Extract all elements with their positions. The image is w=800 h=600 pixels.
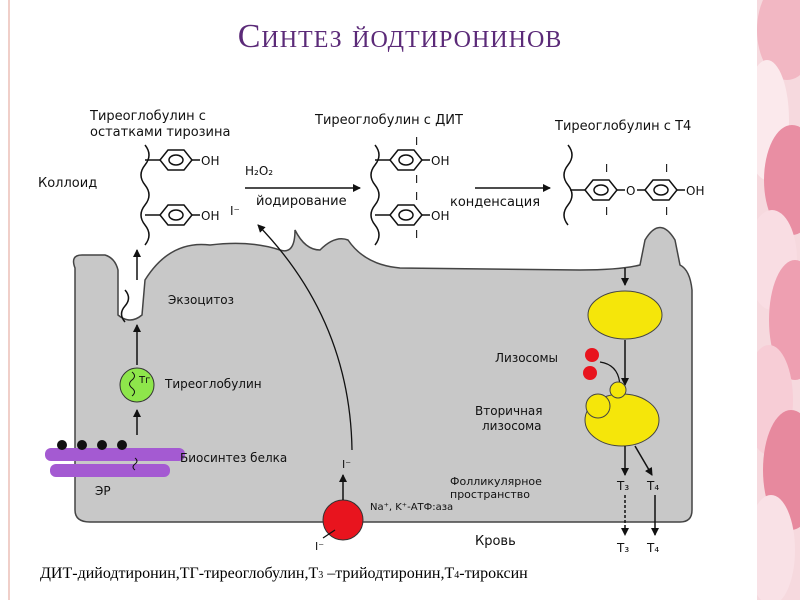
thyroglobulin-tyrosine-molecule bbox=[140, 144, 200, 246]
follicular-cell bbox=[72, 226, 693, 523]
abbreviation-caption: ДИТ-дийодтиронин,ТГ-тиреоглобулин,Т3 –тр… bbox=[40, 565, 528, 583]
caption-part-1: ДИТ-дийодтиронин,ТГ-тиреоглобулин,Т bbox=[40, 565, 319, 582]
colloid-droplet bbox=[587, 290, 663, 340]
caption-part-2: –трийодтиронин,Т bbox=[323, 565, 455, 582]
tg-coil bbox=[129, 371, 135, 397]
lysosomes-label: Лизосомы bbox=[495, 351, 558, 365]
t3-blood-label: T₃ bbox=[616, 541, 629, 555]
tg-tyrosine-label-line2: остатками тирозина bbox=[90, 125, 230, 140]
colloid-label: Коллоид bbox=[38, 176, 97, 191]
protein-synthesis-label: Биосинтез белка bbox=[180, 451, 287, 465]
thyroglobulin-label: Тиреоглобулин bbox=[164, 377, 262, 391]
caption-sub-2: 4 bbox=[454, 570, 460, 581]
t4-release-arrow bbox=[634, 445, 653, 476]
dit-oh-1: OH bbox=[431, 154, 449, 168]
slide-left-border bbox=[8, 0, 10, 600]
secondary-lysosome bbox=[584, 381, 660, 447]
dit-oh-2: OH bbox=[431, 209, 449, 223]
tg-dit-label: Тиреоглобулин с ДИТ bbox=[314, 113, 463, 128]
dit-iodine-2: I bbox=[415, 173, 418, 186]
thyroid-diagram: Коллоид Тиреоглобулин с остатками тирози… bbox=[38, 109, 704, 555]
exocytosis-label: Экзоцитоз bbox=[168, 293, 234, 307]
small-lysosome-1 bbox=[585, 348, 599, 362]
secondary-lysosome-label-1: Вторичная bbox=[475, 404, 543, 418]
thyroglobulin-dit-molecule bbox=[370, 144, 430, 246]
t4-iodine-2: I bbox=[605, 205, 608, 218]
iodide-cell-label: I⁻ bbox=[342, 458, 351, 471]
t4-oxygen: O bbox=[626, 184, 635, 198]
h2o2-label: H₂O₂ bbox=[245, 164, 273, 178]
thyroglobulin-vesicle bbox=[119, 367, 155, 403]
secondary-lysosome-label-2: лизосома bbox=[482, 419, 542, 433]
tg-t4-label: Тиреоглобулин с Т4 bbox=[554, 119, 691, 134]
t4-oh: OH bbox=[686, 184, 704, 198]
iodide-blood-label: I⁻ bbox=[315, 540, 324, 553]
blood-label: Кровь bbox=[475, 534, 516, 549]
t4-blood-label: T₄ bbox=[646, 541, 659, 555]
t4-iodine-4: I bbox=[665, 205, 668, 218]
dit-iodine-4: I bbox=[415, 228, 418, 241]
tg-tyrosine-label-line1: Тиреоглобулин с bbox=[89, 109, 206, 124]
t3-cell-label: T₃ bbox=[616, 479, 629, 493]
oh-label-1: OH bbox=[201, 154, 219, 168]
flower-decoration bbox=[757, 0, 800, 600]
follicular-space-label-1: Фолликулярное bbox=[450, 475, 542, 488]
thyroglobulin-t4-molecule bbox=[563, 144, 685, 226]
iodination-label: йодирование bbox=[256, 194, 347, 209]
exocytosis-vesicle bbox=[120, 289, 130, 323]
dit-iodine-3: I bbox=[415, 190, 418, 203]
endoplasmic-reticulum bbox=[45, 440, 185, 477]
oh-label-2: OH bbox=[201, 209, 219, 223]
follicular-space-label-2: пространство bbox=[450, 488, 530, 501]
t4-iodine-3: I bbox=[665, 162, 668, 175]
t4-cell-label: T₄ bbox=[646, 479, 659, 493]
dit-iodine-1: I bbox=[415, 135, 418, 148]
atpase-label: Na⁺, K⁺-АТФ:аза bbox=[370, 502, 453, 513]
er-label: ЭР bbox=[95, 484, 111, 498]
small-lysosome-2 bbox=[583, 366, 597, 380]
caption-sub-1: 3 bbox=[318, 570, 324, 581]
iodine-ion-label-top: I⁻ bbox=[230, 204, 240, 218]
t4-iodine-1: I bbox=[605, 162, 608, 175]
iodide-in-arrow bbox=[322, 529, 336, 539]
caption-part-3: -тироксин bbox=[459, 565, 528, 582]
tg-badge: Тг bbox=[138, 375, 150, 386]
condensation-label: конденсация bbox=[450, 195, 540, 210]
slide-title: Синтез йодтиронинов bbox=[237, 18, 563, 55]
iodide-transport-path bbox=[257, 224, 353, 451]
